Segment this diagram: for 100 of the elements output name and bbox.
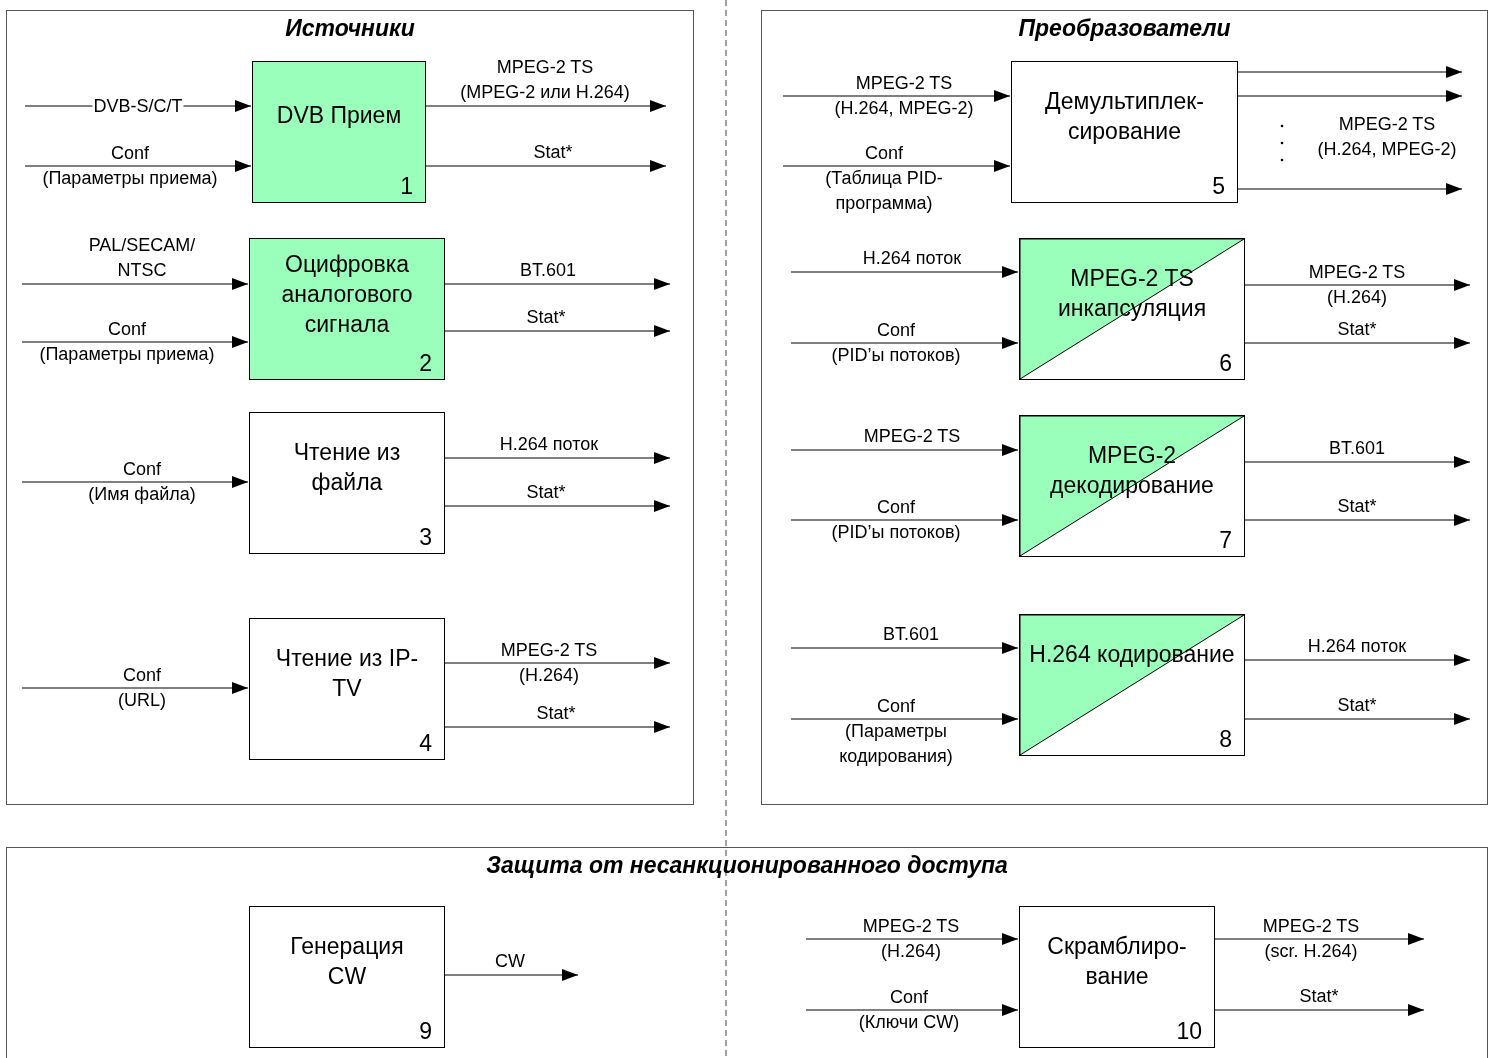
process-box — [1019, 415, 1245, 557]
panel-title: Защита от несанкционированного доступа — [486, 852, 1008, 879]
box-number: 9 — [419, 1017, 432, 1045]
panel — [6, 847, 1488, 1058]
edge-label: MPEG-2 TS (H.264) — [862, 915, 960, 963]
edge-label: Conf (URL) — [118, 664, 166, 712]
arrow — [24, 160, 252, 172]
edge-label: BT.601 — [883, 623, 939, 646]
edge-label: Stat* — [1337, 694, 1377, 717]
edge-label: H.264 поток — [499, 433, 599, 456]
arrow — [424, 160, 667, 172]
arrow — [1236, 66, 1463, 78]
box-number: 1 — [400, 172, 413, 200]
process-box — [1019, 238, 1245, 380]
arrow — [443, 452, 671, 464]
box-number: 2 — [419, 349, 432, 377]
box-number: 4 — [419, 729, 432, 757]
edge-label: PAL/SECAM/ NTSC — [87, 234, 197, 282]
arrow — [1236, 183, 1463, 195]
box-number: 7 — [1219, 526, 1232, 554]
arrow — [1213, 933, 1425, 945]
panel — [761, 10, 1488, 805]
arrow — [790, 266, 1019, 278]
edge-label: Stat* — [526, 481, 566, 504]
arrow — [782, 90, 1011, 102]
box-number: 3 — [419, 523, 432, 551]
edge-label: MPEG-2 TS (MPEG-2 или H.264) — [460, 56, 630, 104]
process-box — [1011, 61, 1238, 203]
box-label: Чтение из файла — [292, 438, 402, 497]
panel-title: Преобразователи — [1018, 15, 1231, 42]
box-label: Демультиплек-сирование — [1044, 87, 1205, 146]
arrow — [424, 100, 667, 112]
arrow — [1243, 456, 1471, 468]
panel — [6, 10, 694, 805]
arrow — [790, 514, 1019, 526]
edge-label: Conf (Имя файла) — [88, 458, 196, 506]
arrow — [443, 969, 579, 981]
arrow — [1213, 1004, 1425, 1016]
process-box — [249, 906, 445, 1048]
edge-label: CW — [495, 950, 525, 973]
arrow — [782, 160, 1011, 172]
edge-label: Stat* — [1299, 985, 1339, 1008]
edge-label: H.264 поток — [1307, 635, 1407, 658]
box-label: DVB Прием — [275, 101, 403, 130]
edge-label: Stat* — [1337, 318, 1377, 341]
edge-label: Stat* — [526, 306, 566, 329]
process-box — [252, 61, 426, 203]
process-box — [249, 618, 445, 760]
process-box — [249, 412, 445, 554]
box-number: 6 — [1219, 349, 1232, 377]
edge-label: MPEG-2 TS (H.264) — [500, 639, 598, 687]
process-box — [1019, 906, 1215, 1048]
arrow — [1243, 337, 1471, 349]
arrow — [1236, 90, 1463, 102]
box-number: 5 — [1212, 172, 1225, 200]
edge-label: Stat* — [536, 702, 576, 725]
arrow — [443, 325, 671, 337]
edge-label: Conf (PID’ы потоков) — [831, 496, 961, 544]
arrow — [805, 1004, 1019, 1016]
arrow — [443, 721, 671, 733]
arrow — [21, 336, 249, 348]
edge-label: H.264 поток — [862, 247, 962, 270]
arrow — [790, 642, 1019, 654]
edge-label: MPEG-2 TS (H.264, MPEG-2) — [834, 72, 974, 120]
box-label: Скрамблиро-вание — [1046, 932, 1188, 991]
edge-label: BT.601 — [520, 259, 576, 282]
edge-label: Stat* — [1337, 495, 1377, 518]
arrow — [790, 713, 1019, 725]
edge-label: BT.601 — [1329, 437, 1385, 460]
edge-label: MPEG-2 TS (H.264, MPEG-2) — [1317, 113, 1457, 161]
box-number: 8 — [1219, 725, 1232, 753]
edge-label: Conf (Параметры приема) — [39, 318, 215, 366]
arrow — [443, 657, 671, 669]
edge-label: MPEG-2 TS (scr. H.264) — [1262, 915, 1360, 963]
arrow — [21, 278, 249, 290]
edge-label: Conf (PID’ы потоков) — [831, 319, 961, 367]
arrow — [1243, 279, 1471, 291]
arrow — [790, 444, 1019, 456]
box-label: Генерация CW — [289, 932, 405, 991]
process-box — [1019, 614, 1245, 756]
process-box — [249, 238, 445, 380]
arrow — [1243, 514, 1471, 526]
edge-label: Conf (Таблица PID- программа) — [824, 142, 944, 215]
arrow — [1243, 713, 1471, 725]
edge-label: MPEG-2 TS — [863, 425, 961, 448]
box-number: 10 — [1176, 1017, 1202, 1045]
arrow — [805, 933, 1019, 945]
arrow — [21, 476, 249, 488]
edge-label: Stat* — [533, 141, 573, 164]
box-label: Оцифровка аналогового сигнала — [280, 250, 414, 339]
edge-label: MPEG-2 TS (H.264) — [1308, 261, 1406, 309]
box-label: Чтение из IP-TV — [274, 644, 420, 703]
arrow — [1243, 654, 1471, 666]
arrow — [443, 500, 671, 512]
arrow — [790, 337, 1019, 349]
edge-label: Conf (Параметры кодирования) — [838, 695, 954, 768]
edge-label: Conf (Ключи CW) — [858, 986, 960, 1034]
panel-title: Источники — [285, 15, 415, 42]
arrow — [443, 278, 671, 290]
edge-label: Conf (Параметры приема) — [42, 142, 218, 190]
